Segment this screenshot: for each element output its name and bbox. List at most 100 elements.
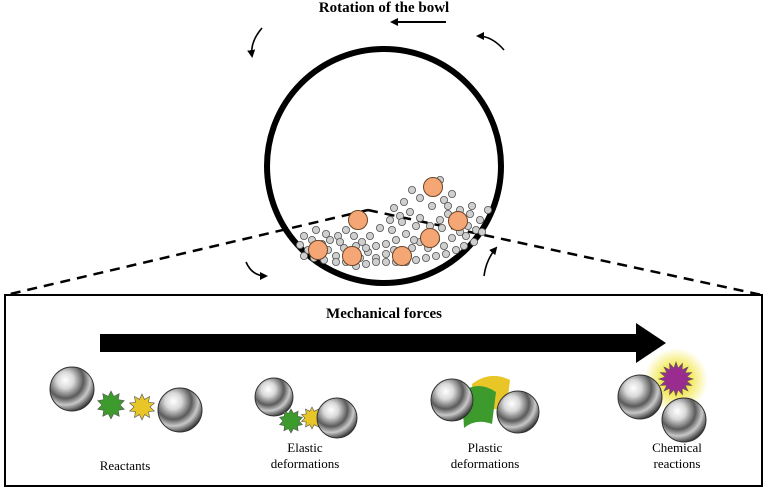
stage-label-plastic: Plastic deformations <box>420 440 550 472</box>
stage-plastic-deformations <box>430 375 540 434</box>
powder-particle <box>381 257 390 266</box>
powder-particle <box>483 205 492 214</box>
powder-particle <box>437 223 446 232</box>
milling-ball <box>661 397 707 443</box>
powder-particle <box>387 225 396 234</box>
mechanical-forces-arrow <box>100 323 666 363</box>
powder-particle <box>341 225 350 234</box>
bowl-contents <box>295 175 492 270</box>
powder-particle <box>335 237 344 246</box>
detail-box <box>4 294 763 487</box>
milling-ball-large <box>308 240 328 260</box>
stage-label-chemical: Chemical reactions <box>612 440 742 472</box>
milling-ball <box>157 387 203 433</box>
powder-particle <box>401 229 410 238</box>
zoom-line-left <box>5 208 369 297</box>
powder-particle <box>409 235 418 244</box>
powder-particle <box>447 233 456 242</box>
milling-ball-large <box>448 211 468 231</box>
powder-particle <box>385 215 394 224</box>
milling-ball-large <box>420 228 440 248</box>
powder-particle <box>381 239 390 248</box>
powder-particle <box>411 255 420 264</box>
powder-particle <box>295 240 304 249</box>
milling-ball-large <box>348 210 368 230</box>
milling-ball-large <box>342 246 362 266</box>
powder-particle <box>451 245 460 254</box>
stage-label-line1: Elastic <box>287 440 323 455</box>
reactant-yellow-particle <box>128 393 156 421</box>
mechanical-forces-label: Mechanical forces <box>326 306 442 322</box>
stage-label-line2: deformations <box>450 456 520 471</box>
stage-label-reactants: Reactants <box>60 458 190 474</box>
powder-particle <box>311 225 320 234</box>
milling-ball <box>496 390 540 434</box>
powder-particle <box>431 251 440 260</box>
stage-label-line1: Reactants <box>99 458 151 473</box>
powder-particle <box>381 249 390 258</box>
powder-particle <box>325 235 334 244</box>
stage-label-line1: Plastic <box>467 440 503 455</box>
milling-ball <box>430 378 474 422</box>
powder-particle <box>389 203 398 212</box>
stage-reactants <box>49 366 203 433</box>
powder-particle <box>447 189 456 198</box>
powder-particle <box>435 215 444 224</box>
powder-particle <box>399 197 408 206</box>
powder-particle <box>469 237 478 246</box>
powder-particle <box>357 237 366 246</box>
powder-particle <box>461 231 470 240</box>
powder-particle <box>421 253 430 262</box>
powder-particle <box>299 231 308 240</box>
product-purple-particle <box>658 361 694 397</box>
powder-particle <box>391 235 400 244</box>
milling-ball <box>617 374 663 420</box>
powder-particle <box>299 251 308 260</box>
stage-label-line2: reactions <box>653 456 701 471</box>
stage-label-elastic: Elastic deformations <box>240 440 370 472</box>
stage-label-line1: Chemical <box>652 440 702 455</box>
powder-particle <box>407 185 416 194</box>
milling-ball-large <box>423 177 443 197</box>
milling-ball <box>254 377 294 417</box>
powder-particle <box>321 229 330 238</box>
powder-particle <box>439 195 448 204</box>
powder-particle <box>361 259 370 268</box>
powder-particle <box>397 217 406 226</box>
powder-particle <box>443 201 452 210</box>
rotation-arrow-bottom-left <box>245 261 268 280</box>
powder-particle <box>365 231 374 240</box>
powder-particle <box>361 243 370 252</box>
powder-particle <box>441 249 450 258</box>
powder-particle <box>349 231 358 240</box>
stage-chemical-reactions <box>617 348 708 443</box>
powder-particle <box>467 201 476 210</box>
reactant-green-particle <box>97 390 125 420</box>
powder-particle <box>371 257 380 266</box>
powder-particle <box>459 241 468 250</box>
powder-particle <box>331 257 340 266</box>
powder-particle <box>371 241 380 250</box>
powder-particle <box>475 215 484 224</box>
milling-ball <box>49 366 95 412</box>
stage-label-line2: deformations <box>270 456 340 471</box>
rotation-arrow-top-left <box>247 27 263 58</box>
powder-particle <box>477 227 486 236</box>
rotation-arrow-bottom-right <box>483 246 498 277</box>
powder-particle <box>407 243 416 252</box>
powder-particle <box>439 241 448 250</box>
reactant-green-particle <box>279 408 303 434</box>
rotation-label: Rotation of the bowl <box>318 0 450 16</box>
powder-particle <box>411 221 420 230</box>
powder-particle <box>415 193 424 202</box>
powder-particle <box>415 213 424 222</box>
powder-particle <box>405 207 414 216</box>
powder-particle <box>427 201 436 210</box>
milling-ball <box>316 397 358 439</box>
powder-particle <box>375 223 384 232</box>
rotation-arrow-top-right <box>476 32 505 51</box>
milling-ball-large <box>392 246 412 266</box>
powder-particle <box>465 209 474 218</box>
